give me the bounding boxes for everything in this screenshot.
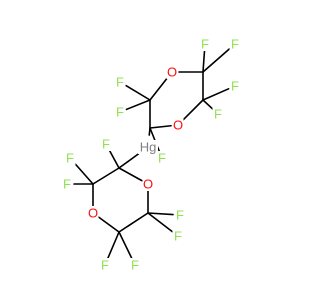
atom-fluorine-F9: F (64, 151, 76, 166)
atom-oxygen-O4: O (142, 177, 154, 192)
atom-label-O2: O (173, 118, 183, 133)
bond-C2-F2 (125, 84, 151, 101)
bond-C3-F4 (202, 50, 206, 73)
bond-C8-F14 (147, 212, 174, 233)
atom-label-F4: F (201, 37, 209, 52)
bond-C7-F11 (106, 231, 120, 260)
atom-fluorine-F14: F (172, 229, 184, 244)
atom-label-F14: F (174, 229, 182, 244)
bond-C6-F9 (73, 162, 94, 185)
atom-label-background (100, 137, 112, 151)
atom-fluorine-F13: F (174, 208, 186, 223)
atom-fluorine-F7: F (212, 107, 224, 122)
bond-C3-F5 (202, 47, 231, 73)
atom-label-F2: F (116, 75, 124, 90)
bond-O3-C7 (97, 216, 120, 233)
atom-label-background (64, 151, 76, 165)
atom-label-F12: F (131, 258, 139, 273)
atom-label-background (156, 151, 168, 165)
atom-fluorine-F1: F (156, 151, 168, 166)
bond-C8-F13 (147, 212, 174, 216)
atom-label-F3: F (116, 105, 124, 120)
atom-oxygen-O3: O (87, 206, 99, 221)
bond-C4-F7 (202, 99, 214, 111)
atom-label-background (229, 37, 241, 51)
atom-mercury-Hg: Hg (138, 140, 158, 155)
atom-label-O4: O (143, 177, 153, 192)
atom-label-F7: F (214, 107, 222, 122)
atom-label-F13: F (176, 208, 184, 223)
bond-C4-O2 (182, 99, 204, 121)
bond-C2-F3 (125, 99, 151, 111)
atom-label-background (174, 208, 186, 222)
atom-label-background (99, 258, 111, 272)
atom-label-F6: F (231, 79, 239, 94)
atom-fluorine-F10: F (61, 177, 73, 192)
atom-label-background (138, 140, 158, 154)
atom-fluorine-F6: F (229, 79, 241, 94)
atom-fluorine-F2: F (114, 75, 126, 90)
atom-label-background (87, 206, 99, 220)
bond-C5-F8 (108, 149, 120, 169)
bond-C4-F6 (202, 88, 230, 101)
atom-fluorine-F12: F (129, 258, 141, 273)
atom-fluorine-F11: F (99, 258, 111, 273)
atom-label-F1: F (158, 151, 166, 166)
atom-label-F9: F (66, 151, 74, 166)
bond-C2-O1 (149, 76, 169, 101)
bond-O2-C1 (149, 124, 172, 129)
atom-label-background (61, 177, 73, 191)
bond-C7-F12 (118, 231, 133, 260)
atom-oxygen-O2: O (172, 118, 184, 133)
bond-Hg-C5 (118, 153, 140, 169)
atom-label-background (114, 105, 126, 119)
atom-label-background (229, 79, 241, 93)
atom-label-background (172, 229, 184, 243)
atom-label-O1: O (167, 65, 177, 80)
atom-label-F11: F (101, 258, 109, 273)
atom-label-background (142, 177, 154, 191)
atom-label-F10: F (63, 177, 71, 192)
atom-label-background (212, 107, 224, 121)
bond-layer (73, 47, 231, 260)
atom-fluorine-F4: F (199, 37, 211, 52)
atom-fluorine-F5: F (229, 37, 241, 52)
bond-C7-C8 (118, 212, 149, 233)
atom-label-F8: F (102, 137, 110, 152)
atom-fluorine-F8: F (100, 137, 112, 152)
atom-label-background (114, 75, 126, 89)
atom-label-background (166, 65, 178, 79)
atom-label-O3: O (88, 206, 98, 221)
atom-label-F5: F (231, 37, 239, 52)
atom-label-Hg: Hg (140, 140, 157, 155)
atom-label-background (172, 118, 184, 132)
bond-O4-C5 (118, 167, 143, 182)
atom-label-background (199, 37, 211, 51)
atom-label-background (129, 258, 141, 272)
bond-C5-C6 (92, 167, 120, 185)
atom-fluorine-F3: F (114, 105, 126, 120)
atom-oxygen-O1: O (166, 65, 178, 80)
